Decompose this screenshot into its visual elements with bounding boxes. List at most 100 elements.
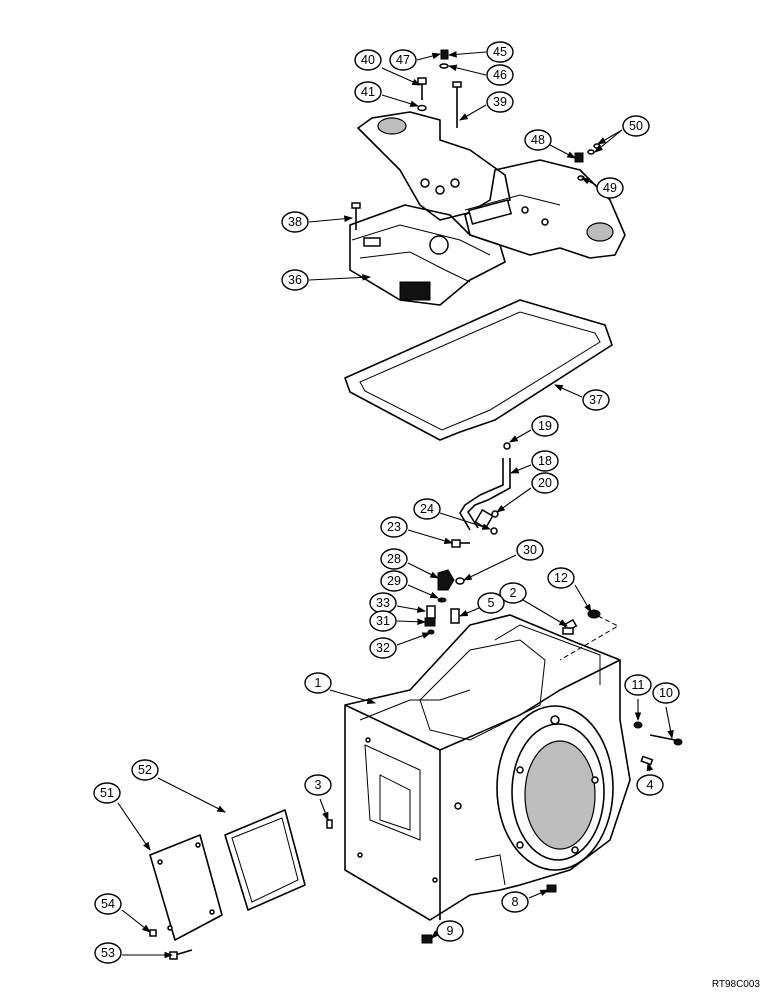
callout-37: 37 [553,384,610,411]
callout-1: 1 [304,672,377,705]
callout-circle [369,610,397,632]
callout-label: 4 [647,778,654,792]
callout-51: 51 [93,782,151,851]
callout-label: 11 [632,678,645,692]
callout-9: 9 [431,920,464,942]
callout-label: 30 [523,543,537,557]
callout-circle [531,415,559,437]
callout-23: 23 [380,516,454,544]
callout-label: 38 [288,215,302,229]
callout-circle [94,893,122,915]
callout-circle [547,567,575,589]
callout-circle [131,759,159,781]
callout-46: 46 [447,64,514,86]
callout-circle [582,389,610,411]
callout-leader [308,274,372,281]
callout-circle [636,774,664,796]
callout-leader [431,930,440,939]
callout-label: 3 [315,778,322,792]
callout-circle [413,498,441,520]
callout-40: 40 [354,49,422,86]
callout-circle [93,782,121,804]
callout-52: 52 [131,759,226,813]
callout-label: 9 [447,924,454,938]
callout-54: 54 [94,893,151,933]
callout-label: 32 [376,641,390,655]
callout-circle [524,129,552,151]
callout-label: 36 [288,273,302,287]
callout-circle [94,942,122,964]
cover-plate-part [149,809,306,960]
callout-5: 5 [458,592,505,617]
callout-leader [496,487,532,513]
callout-leader [646,761,654,772]
callout-label: 45 [493,45,507,59]
callout-label: 48 [531,133,545,147]
callout-label: 12 [554,571,568,585]
callout-24: 24 [413,498,492,530]
callout-circle [281,211,309,233]
callout-label: 18 [538,454,552,468]
callout-leader [665,706,674,740]
callout-circle [380,548,408,570]
callout-label: 1 [315,676,322,690]
callout-label: 20 [538,476,552,490]
callout-48: 48 [524,129,576,159]
callout-leader [458,607,480,617]
callout-leader [459,104,487,121]
callout-circle [281,269,309,291]
callout-38: 38 [281,211,354,233]
callout-circle [436,920,464,942]
callout-label: 50 [629,119,643,133]
callout-4: 4 [636,761,664,796]
callout-label: 47 [396,53,410,67]
callout-label: 33 [376,596,390,610]
callout-label: 41 [361,85,375,99]
callout-45: 45 [447,41,514,63]
callout-circle [499,582,527,604]
callout-label: 8 [512,895,519,909]
callout-label: 49 [603,181,617,195]
lift-housing-part [349,111,626,306]
callout-label: 37 [589,393,603,407]
callout-circle [486,41,514,63]
callout-8: 8 [501,889,550,913]
callout-53: 53 [94,942,174,964]
callout-circle [624,674,652,696]
callout-leader [117,802,151,851]
callout-label: 29 [387,574,401,588]
callout-label: 28 [387,552,401,566]
callout-label: 19 [538,419,552,433]
callout-circle [304,672,332,694]
callout-leader [522,599,568,627]
callout-circle [652,682,680,704]
callout-10: 10 [652,682,680,740]
callout-label: 46 [493,68,507,82]
callout-leader [416,52,442,61]
gasket-part [344,299,613,441]
callout-leader [381,94,420,107]
callout-47: 47 [389,49,442,71]
callout-circle [389,49,417,71]
callout-30: 30 [463,539,544,581]
callout-leader [308,215,354,223]
callout-18: 18 [509,450,559,474]
callout-circle [531,472,559,494]
callout-circle [531,450,559,472]
callout-leader [329,689,377,705]
callout-circle [596,177,624,199]
callout-28: 28 [380,548,439,579]
callout-29: 29 [380,570,440,599]
callout-leader [463,554,517,581]
callout-3: 3 [304,774,332,822]
callout-20: 20 [496,472,559,513]
callout-circle [516,539,544,561]
callout-label: 31 [376,614,390,628]
callout-leader [509,464,532,474]
callout-leader [597,129,623,145]
callout-49: 49 [581,177,624,199]
callout-circle [477,592,505,614]
callout-leader [447,51,487,58]
